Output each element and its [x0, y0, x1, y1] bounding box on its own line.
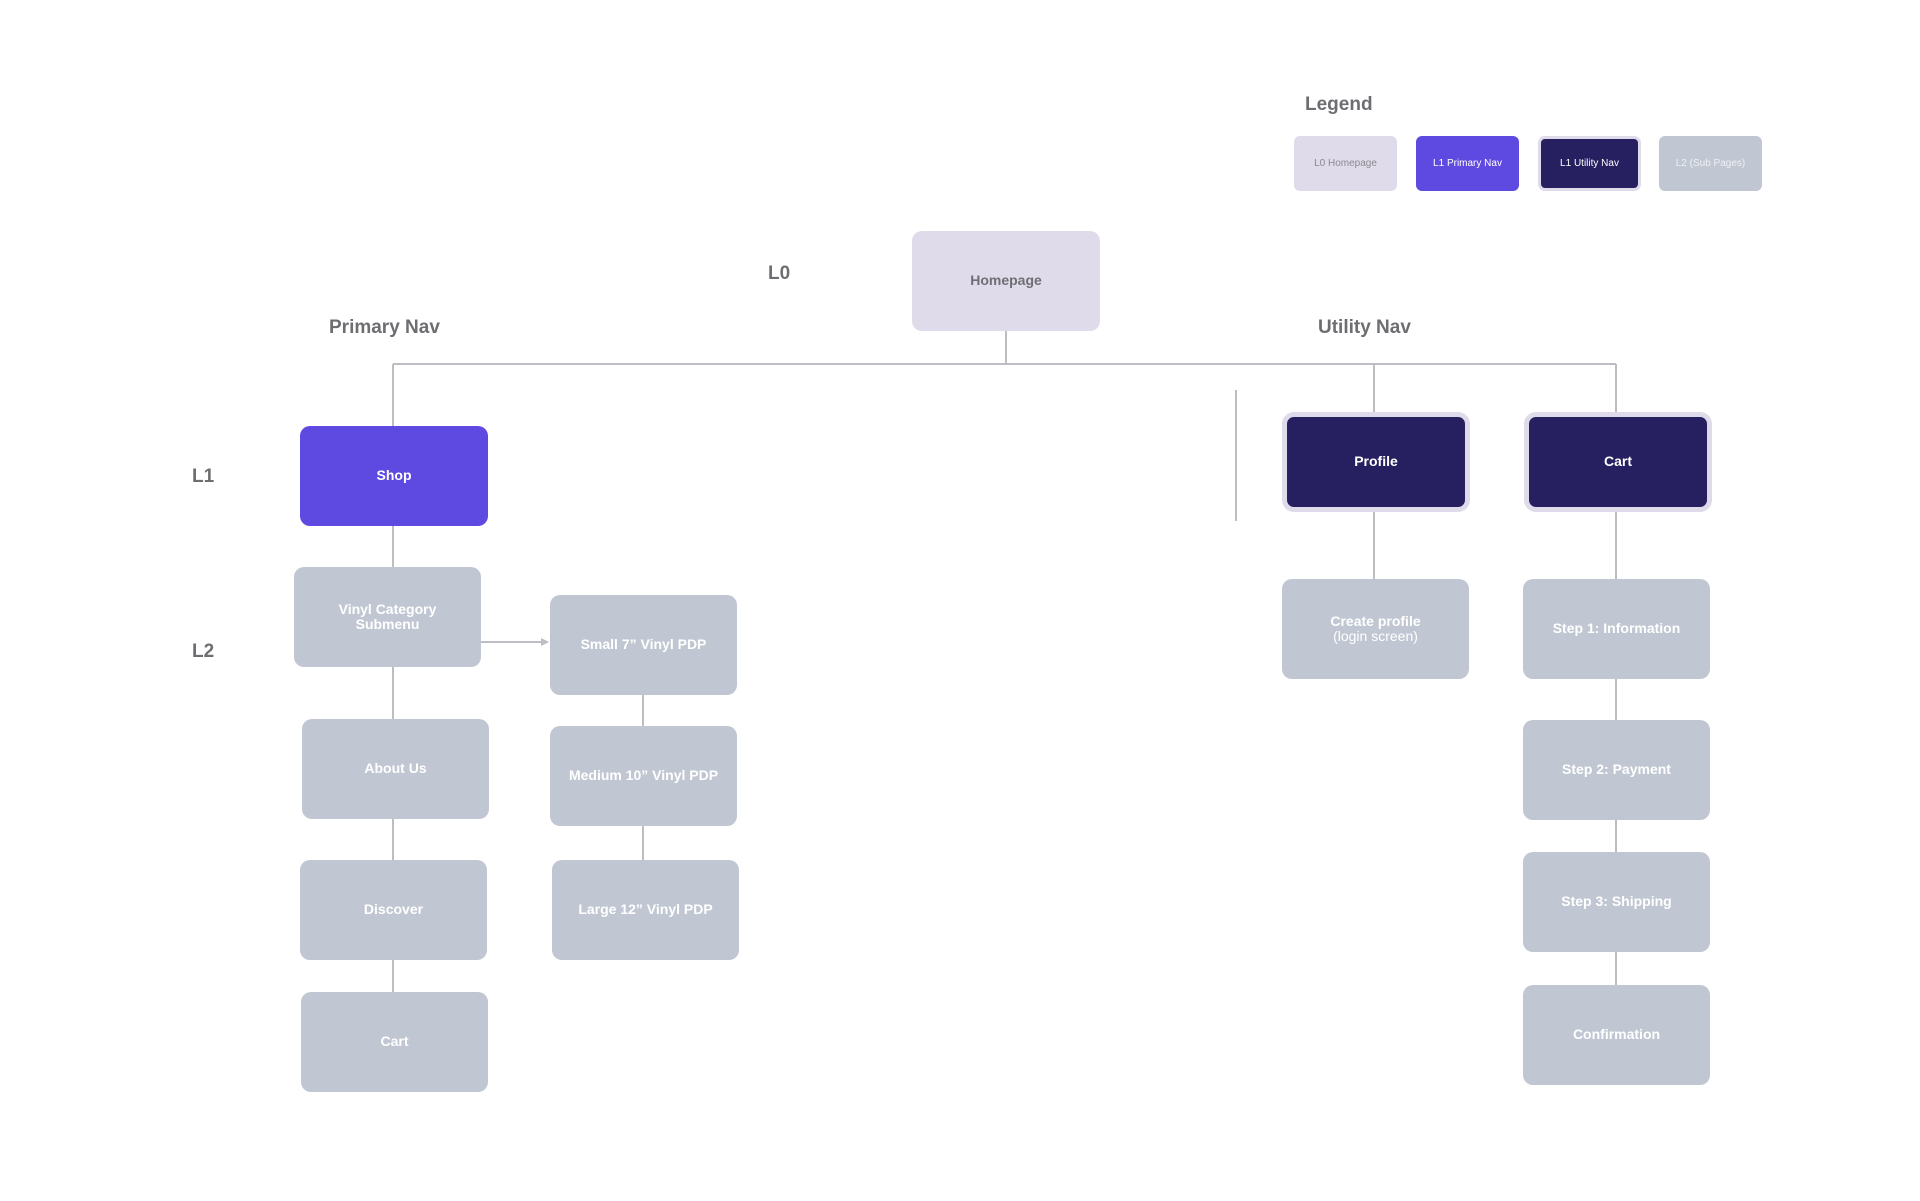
arrowhead-icon: [541, 638, 549, 646]
level-label-l2: L2: [192, 641, 215, 662]
node-profile-label: Profile: [1354, 453, 1398, 470]
legend-item-l1-utility-nav: L1 Utility Nav: [1538, 136, 1641, 191]
node-step-3-shipping: Step 3: Shipping: [1523, 852, 1710, 952]
node-discover-label: Discover: [363, 901, 424, 918]
node-homepage-label: Homepage: [970, 272, 1042, 289]
node-create-profile-label: Create profile: [1330, 612, 1421, 629]
node-large-vinyl-pdp: Large 12” Vinyl PDP: [552, 860, 739, 960]
node-profile: Profile: [1282, 412, 1470, 512]
level-label-l0: L0: [768, 263, 791, 284]
node-cart-utility: Cart: [1524, 412, 1712, 512]
node-cart-primary-label: Cart: [380, 1033, 409, 1050]
node-step1-label: Step 1: Information: [1552, 620, 1681, 637]
legend-item-l2-sub-pages: L2 (Sub Pages): [1659, 136, 1762, 191]
node-medium-vinyl-label: Medium 10” Vinyl PDP: [568, 767, 719, 784]
section-label-utility-nav: Utility Nav: [1318, 317, 1411, 338]
node-create-profile: Create profile (login screen): [1282, 579, 1469, 679]
node-small-vinyl-pdp: Small 7” Vinyl PDP: [550, 595, 737, 695]
node-step-2-payment: Step 2: Payment: [1523, 720, 1710, 820]
node-confirmation-label: Confirmation: [1572, 1026, 1661, 1043]
node-about-us: About Us: [302, 719, 489, 819]
legend-title: Legend: [1305, 94, 1373, 115]
node-cart-utility-label: Cart: [1603, 453, 1632, 470]
node-step-1-information: Step 1: Information: [1523, 579, 1710, 679]
node-vinyl-category-label: Vinyl Category Submenu: [338, 600, 437, 632]
node-discover: Discover: [300, 860, 487, 960]
node-create-profile-sublabel: (login screen): [1333, 628, 1418, 644]
node-small-vinyl-label: Small 7” Vinyl PDP: [580, 636, 707, 653]
node-confirmation: Confirmation: [1523, 985, 1710, 1085]
node-step2-label: Step 2: Payment: [1562, 761, 1671, 778]
node-homepage: Homepage: [912, 231, 1100, 331]
node-shop: Shop: [300, 426, 488, 526]
node-large-vinyl-label: Large 12” Vinyl PDP: [578, 901, 713, 918]
legend-item-l0-homepage: L0 Homepage: [1294, 136, 1397, 191]
legend-item-l1-primary-nav: L1 Primary Nav: [1416, 136, 1519, 191]
node-shop-label: Shop: [376, 467, 412, 484]
section-label-primary-nav: Primary Nav: [329, 317, 440, 338]
level-label-l1: L1: [192, 466, 215, 487]
node-cart-primary: Cart: [301, 992, 488, 1092]
node-about-us-label: About Us: [364, 760, 427, 777]
node-medium-vinyl-pdp: Medium 10” Vinyl PDP: [550, 726, 737, 826]
node-vinyl-category-submenu: Vinyl Category Submenu: [294, 567, 481, 667]
node-step3-label: Step 3: Shipping: [1561, 893, 1672, 910]
